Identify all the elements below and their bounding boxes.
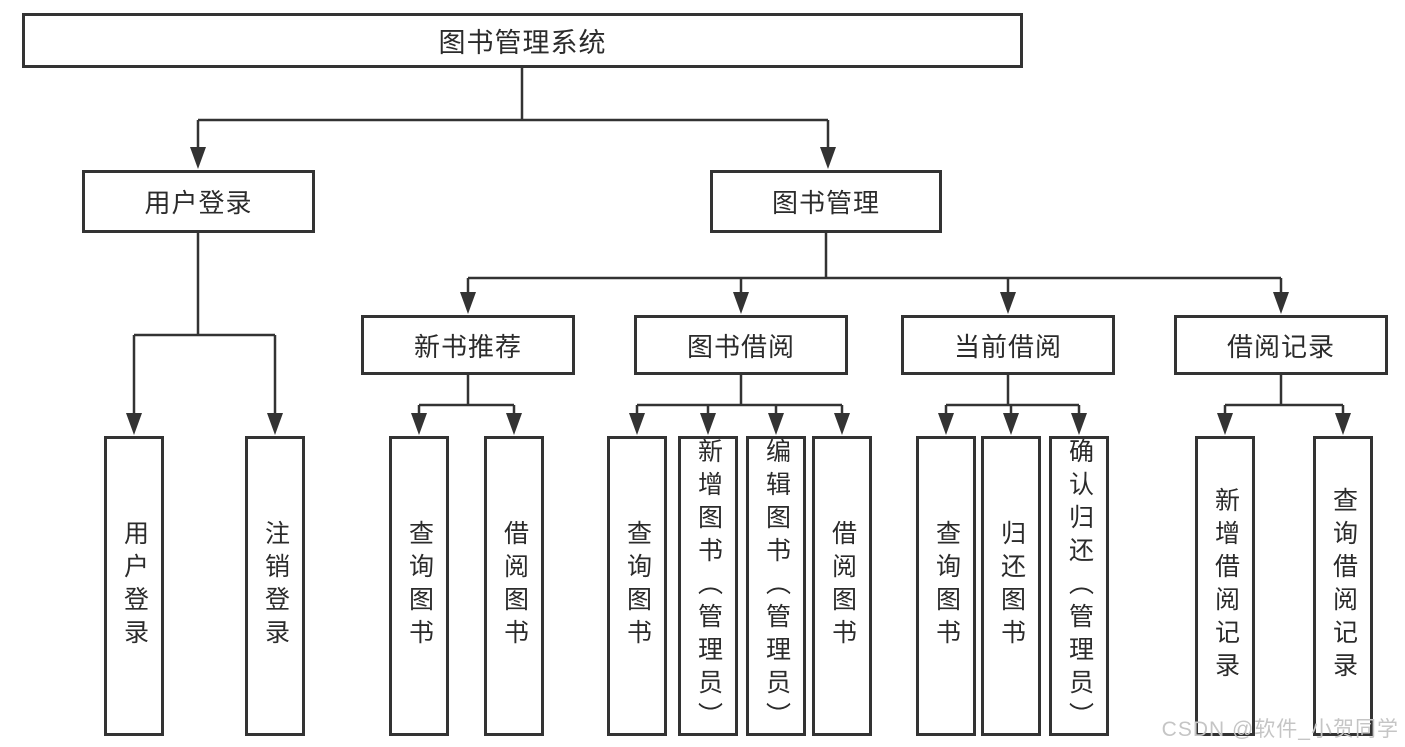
connector-book-management-to-level3 xyxy=(460,233,1289,314)
leaf-logout: 注销登录 xyxy=(245,436,305,736)
leaf-label: 查询图书 xyxy=(932,520,961,652)
connector-line xyxy=(466,233,1283,294)
connector-current-borrow-to-children xyxy=(938,375,1087,435)
leaf-label: 注销登录 xyxy=(261,520,290,652)
connector-line xyxy=(944,375,1081,414)
leaf-newbook-query-books: 查询图书 xyxy=(389,436,449,736)
connector-book-borrow-to-children xyxy=(629,375,850,435)
connector-root-to-level2 xyxy=(190,68,836,169)
connector-line xyxy=(196,68,830,150)
connector-user-login-to-children xyxy=(126,233,283,435)
arrowhead xyxy=(460,292,1289,314)
leaf-label: 查询借阅记录 xyxy=(1329,487,1358,685)
leaf-add-books-admin: 新增图书（管理员） xyxy=(678,436,738,736)
leaf-label: 借阅图书 xyxy=(500,520,529,652)
node-borrow-records: 借阅记录 xyxy=(1174,315,1388,375)
leaf-label: 查询图书 xyxy=(405,520,434,652)
leaf-edit-books-admin: 编辑图书（管理员） xyxy=(746,436,806,736)
leaf-label: 编辑图书（管理员） xyxy=(762,437,791,735)
leaf-return-books: 归还图书 xyxy=(981,436,1041,736)
node-user-login: 用户登录 xyxy=(82,170,315,233)
arrowhead xyxy=(411,413,522,435)
connector-new-book-to-children xyxy=(411,375,522,435)
connector-line xyxy=(132,233,277,414)
leaf-label: 新增借阅记录 xyxy=(1211,487,1240,685)
leaf-label: 借阅图书 xyxy=(828,520,857,652)
node-current-borrow: 当前借阅 xyxy=(901,315,1115,375)
leaf-newbook-borrow-books: 借阅图书 xyxy=(484,436,544,736)
leaf-label: 查询图书 xyxy=(623,520,652,652)
arrowhead xyxy=(938,413,1087,435)
leaf-label: 新增图书（管理员） xyxy=(694,437,723,735)
leaf-borrow-query-books: 查询图书 xyxy=(607,436,667,736)
leaf-label: 归还图书 xyxy=(997,520,1026,652)
leaf-confirm-return-admin: 确认归还（管理员） xyxy=(1049,436,1109,736)
leaf-label: 用户登录 xyxy=(120,520,149,652)
leaf-user-login: 用户登录 xyxy=(104,436,164,736)
arrowhead xyxy=(1217,413,1351,435)
connector-line xyxy=(1223,375,1345,414)
arrowhead xyxy=(629,413,850,435)
arrowhead xyxy=(126,413,283,435)
arrowhead xyxy=(190,147,836,169)
node-book-management: 图书管理 xyxy=(710,170,942,233)
leaf-borrow-books: 借阅图书 xyxy=(812,436,872,736)
node-book-borrow: 图书借阅 xyxy=(634,315,848,375)
connector-borrow-records-to-children xyxy=(1217,375,1351,435)
leaf-current-query-books: 查询图书 xyxy=(916,436,976,736)
leaf-query-borrow-record: 查询借阅记录 xyxy=(1313,436,1373,736)
node-root: 图书管理系统 xyxy=(22,13,1023,68)
connector-line xyxy=(417,375,516,414)
connector-line xyxy=(635,375,844,414)
leaf-label: 确认归还（管理员） xyxy=(1065,437,1094,735)
leaf-add-borrow-record: 新增借阅记录 xyxy=(1195,436,1255,736)
node-new-book-recommend: 新书推荐 xyxy=(361,315,575,375)
